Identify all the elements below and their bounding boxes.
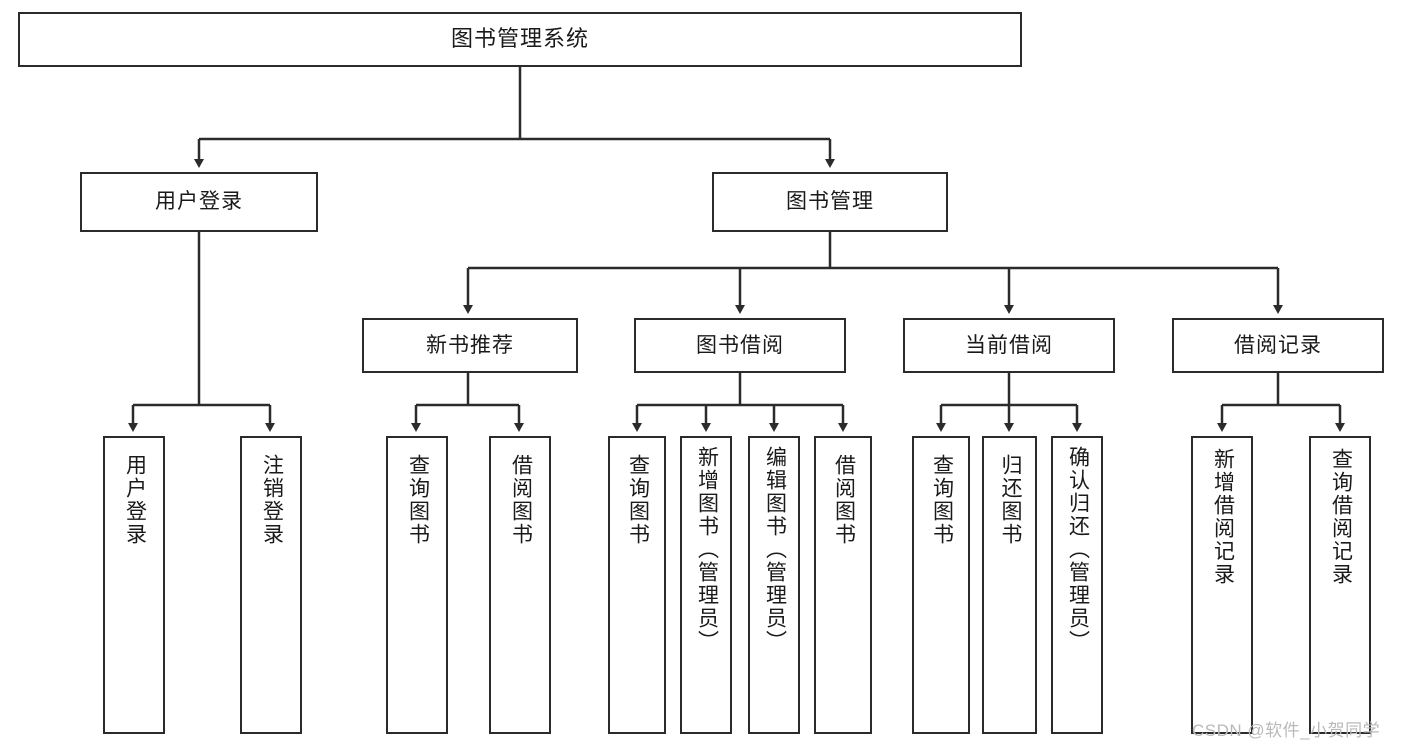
node-leaf-add-record[interactable]: 新增借阅记录 — [1191, 436, 1253, 734]
node-leaf-query-book-1-label: 查询图书 — [406, 454, 430, 546]
node-leaf-add-book[interactable]: 新增图书（管理员） — [680, 436, 732, 734]
node-leaf-query-book-1[interactable]: 查询图书 — [386, 436, 448, 734]
node-current-borrow[interactable]: 当前借阅 — [903, 318, 1115, 373]
node-user-login-label: 用户登录 — [155, 190, 243, 214]
node-leaf-query-book-2[interactable]: 查询图书 — [608, 436, 666, 734]
node-book-borrow[interactable]: 图书借阅 — [634, 318, 846, 373]
node-leaf-return-book-label: 归还图书 — [998, 454, 1022, 546]
node-leaf-add-record-label: 新增借阅记录 — [1211, 448, 1235, 586]
node-leaf-query-book-3-label: 查询图书 — [930, 454, 954, 546]
node-current-borrow-label: 当前借阅 — [965, 333, 1053, 357]
node-leaf-borrow-book-1[interactable]: 借阅图书 — [489, 436, 551, 734]
node-leaf-query-book-3[interactable]: 查询图书 — [912, 436, 970, 734]
node-leaf-logout-login[interactable]: 注销登录 — [240, 436, 302, 734]
node-user-login[interactable]: 用户登录 — [80, 172, 318, 232]
node-leaf-query-book-2-label: 查询图书 — [626, 454, 650, 546]
node-leaf-borrow-book-2-label: 借阅图书 — [832, 454, 856, 546]
node-book-management[interactable]: 图书管理 — [712, 172, 948, 232]
node-leaf-add-book-label: 新增图书（管理员） — [695, 446, 719, 653]
node-book-borrow-label: 图书借阅 — [696, 333, 784, 357]
node-book-management-label: 图书管理 — [786, 190, 874, 214]
node-leaf-query-record[interactable]: 查询借阅记录 — [1309, 436, 1371, 734]
node-leaf-query-record-label: 查询借阅记录 — [1329, 448, 1353, 586]
node-root[interactable]: 图书管理系统 — [18, 12, 1022, 67]
node-leaf-edit-book[interactable]: 编辑图书（管理员） — [748, 436, 800, 734]
node-borrow-record[interactable]: 借阅记录 — [1172, 318, 1384, 373]
node-leaf-confirm-return-label: 确认归还（管理员） — [1066, 446, 1090, 653]
node-new-book-recommend-label: 新书推荐 — [426, 333, 514, 357]
node-leaf-borrow-book-2[interactable]: 借阅图书 — [814, 436, 872, 734]
node-leaf-confirm-return[interactable]: 确认归还（管理员） — [1051, 436, 1103, 734]
node-root-label: 图书管理系统 — [450, 26, 589, 52]
watermark-text: CSDN @软件_小贺同学 — [1192, 721, 1381, 740]
node-new-book-recommend[interactable]: 新书推荐 — [362, 318, 578, 373]
node-borrow-record-label: 借阅记录 — [1234, 333, 1322, 357]
node-leaf-logout-login-label: 注销登录 — [260, 454, 284, 546]
node-leaf-user-login-label: 用户登录 — [123, 454, 147, 546]
node-leaf-return-book[interactable]: 归还图书 — [982, 436, 1037, 734]
node-leaf-user-login[interactable]: 用户登录 — [103, 436, 165, 734]
node-leaf-edit-book-label: 编辑图书（管理员） — [763, 446, 787, 653]
node-leaf-borrow-book-1-label: 借阅图书 — [509, 454, 533, 546]
